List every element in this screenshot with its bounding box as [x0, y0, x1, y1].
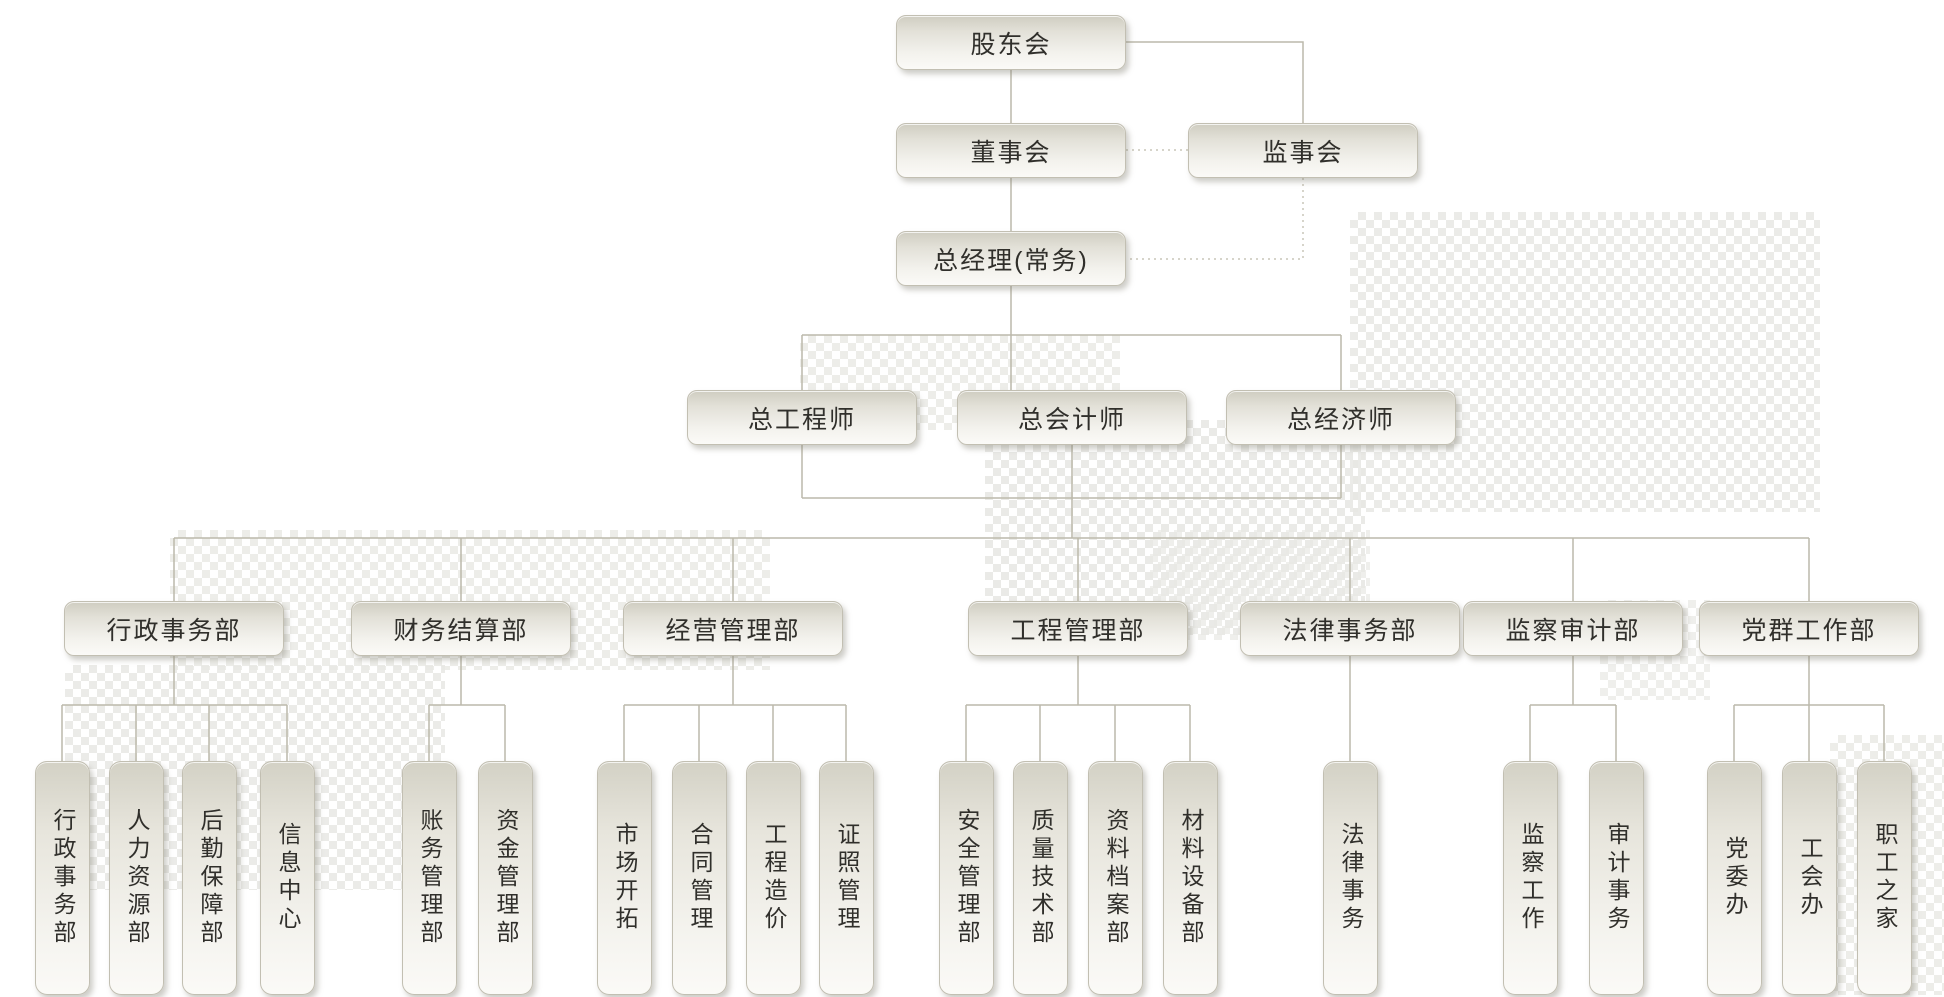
- node-dept-supervision-audit: 监察审计部: [1463, 601, 1683, 656]
- node-general-manager: 总经理(常务): [896, 231, 1126, 286]
- node-dept-legal-affairs: 法律事务部: [1240, 601, 1460, 656]
- node-sub-document-archives: 资料档案部: [1088, 761, 1143, 995]
- node-dept-finance-settlement: 财务结算部: [351, 601, 571, 656]
- node-label: 账务管理部: [417, 808, 443, 948]
- node-sub-contract-management: 合同管理: [672, 761, 727, 995]
- node-label: 党委办: [1722, 836, 1748, 920]
- node-label: 职工之家: [1872, 822, 1898, 934]
- node-label: 合同管理: [687, 822, 713, 934]
- node-label: 法律事务: [1338, 822, 1364, 934]
- node-label: 资料档案部: [1103, 808, 1129, 948]
- node-sub-safety-management: 安全管理部: [939, 761, 994, 995]
- node-label: 审计事务: [1604, 822, 1630, 934]
- node-sub-administrative-affairs: 行政事务部: [35, 761, 90, 995]
- node-label: 工会办: [1797, 836, 1823, 920]
- node-sub-engineering-cost: 工程造价: [746, 761, 801, 995]
- node-label: 信息中心: [275, 822, 301, 934]
- connector-dotted-lines: [1126, 149, 1304, 260]
- node-label: 工程造价: [761, 822, 787, 934]
- node-label: 人力资源部: [124, 808, 150, 948]
- node-sub-supervision-work: 监察工作: [1503, 761, 1558, 995]
- node-sub-human-resources: 人力资源部: [109, 761, 164, 995]
- node-label: 监察工作: [1518, 822, 1544, 934]
- node-label: 安全管理部: [954, 808, 980, 948]
- node-sub-materials-equipment: 材料设备部: [1163, 761, 1218, 995]
- node-label: 行政事务部: [50, 808, 76, 948]
- node-label: 后勤保障部: [197, 808, 223, 948]
- node-chief-engineer: 总工程师: [687, 390, 917, 445]
- node-dept-operations-management: 经营管理部: [623, 601, 843, 656]
- node-supervisory-board: 监事会: [1188, 123, 1418, 178]
- node-label: 材料设备部: [1178, 808, 1204, 948]
- node-dept-party-mass-work: 党群工作部: [1699, 601, 1919, 656]
- node-sub-information-center: 信息中心: [260, 761, 315, 995]
- node-label: 质量技术部: [1028, 808, 1054, 948]
- node-label: 证照管理: [834, 822, 860, 934]
- node-chief-accountant: 总会计师: [957, 390, 1187, 445]
- node-label: 市场开拓: [612, 822, 638, 934]
- node-sub-funds-management: 资金管理部: [478, 761, 533, 995]
- node-sub-audit-affairs: 审计事务: [1589, 761, 1644, 995]
- node-sub-accounting-management: 账务管理部: [402, 761, 457, 995]
- node-sub-labor-union-office: 工会办: [1782, 761, 1837, 995]
- node-board-of-directors: 董事会: [896, 123, 1126, 178]
- node-shareholders-meeting: 股东会: [896, 15, 1126, 70]
- node-sub-legal-affairs: 法律事务: [1323, 761, 1378, 995]
- node-sub-staff-home: 职工之家: [1857, 761, 1912, 995]
- node-sub-quality-technology: 质量技术部: [1013, 761, 1068, 995]
- node-label: 资金管理部: [493, 808, 519, 948]
- node-sub-license-management: 证照管理: [819, 761, 874, 995]
- node-chief-economist: 总经济师: [1226, 390, 1456, 445]
- dot-pattern: [1350, 212, 1820, 512]
- node-dept-administration: 行政事务部: [64, 601, 284, 656]
- node-dept-engineering-management: 工程管理部: [968, 601, 1188, 656]
- node-sub-logistics-support: 后勤保障部: [182, 761, 237, 995]
- node-sub-market-development: 市场开拓: [597, 761, 652, 995]
- node-sub-party-committee-office: 党委办: [1707, 761, 1762, 995]
